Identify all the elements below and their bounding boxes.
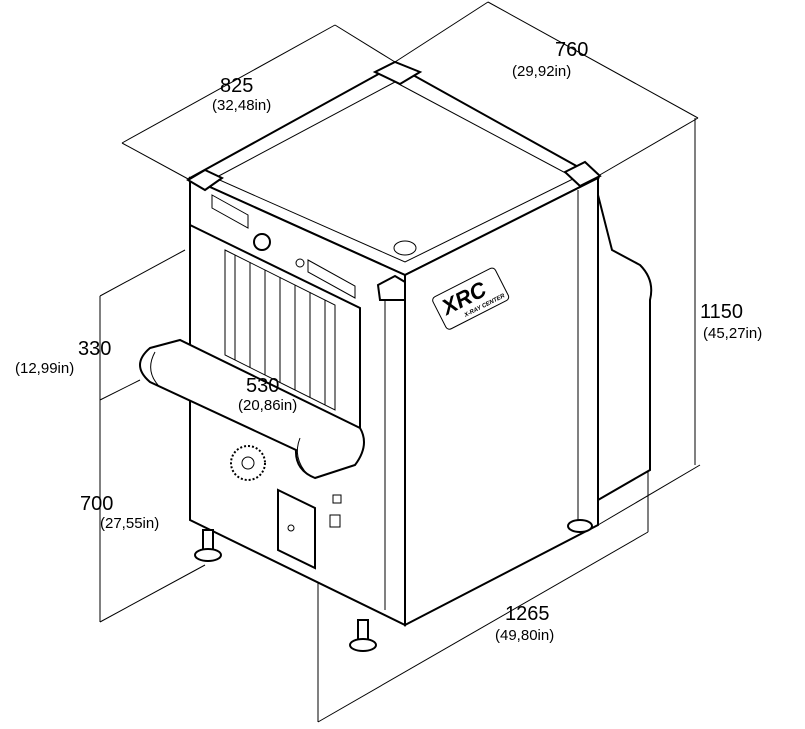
control-label-left <box>211 194 249 229</box>
fan-grille <box>230 445 266 481</box>
conveyor-roller-front <box>296 437 309 476</box>
corner-cap-back <box>372 60 423 86</box>
exit-tunnel <box>597 194 653 502</box>
lead-curtain <box>234 255 326 405</box>
tunnel-width-in: (20,86in) <box>238 397 297 414</box>
total-length-mm: 1265 <box>505 603 550 625</box>
height-in: (45,27in) <box>703 325 762 342</box>
side-face <box>404 176 599 627</box>
corner-cap-right <box>563 160 602 188</box>
width-mm: 760 <box>555 39 588 61</box>
indicator-lamp <box>393 240 417 256</box>
control-label-right <box>307 259 356 299</box>
corner-cap-left <box>186 168 224 192</box>
conveyor-height-mm: 700 <box>80 493 113 515</box>
tunnel-inner <box>224 249 336 411</box>
width-in: (29,92in) <box>512 63 571 80</box>
height-mm: 1150 <box>700 301 743 323</box>
power-switch <box>332 494 342 504</box>
corner-cap-front <box>376 274 406 301</box>
conveyor-roller-left <box>150 351 159 386</box>
key-switch[interactable] <box>253 233 271 251</box>
service-door-lock <box>287 524 295 532</box>
depth-in: (32,48in) <box>212 97 271 114</box>
tunnel-height-mm: 330 <box>78 338 111 360</box>
tunnel-width-mm: 530 <box>246 375 279 397</box>
feet <box>194 519 593 652</box>
depth-mm: 825 <box>220 75 253 97</box>
total-length-in: (49,80in) <box>495 627 554 644</box>
conveyor-height-in: (27,55in) <box>100 515 159 532</box>
tunnel-height-in: (12,99in) <box>15 360 74 377</box>
service-door <box>277 488 316 570</box>
conveyor <box>139 338 365 480</box>
emergency-button[interactable] <box>295 258 305 268</box>
power-socket <box>329 514 341 528</box>
xrc-logo: XRC X-RAY CENTER <box>432 267 510 330</box>
fan-hub <box>241 456 255 470</box>
